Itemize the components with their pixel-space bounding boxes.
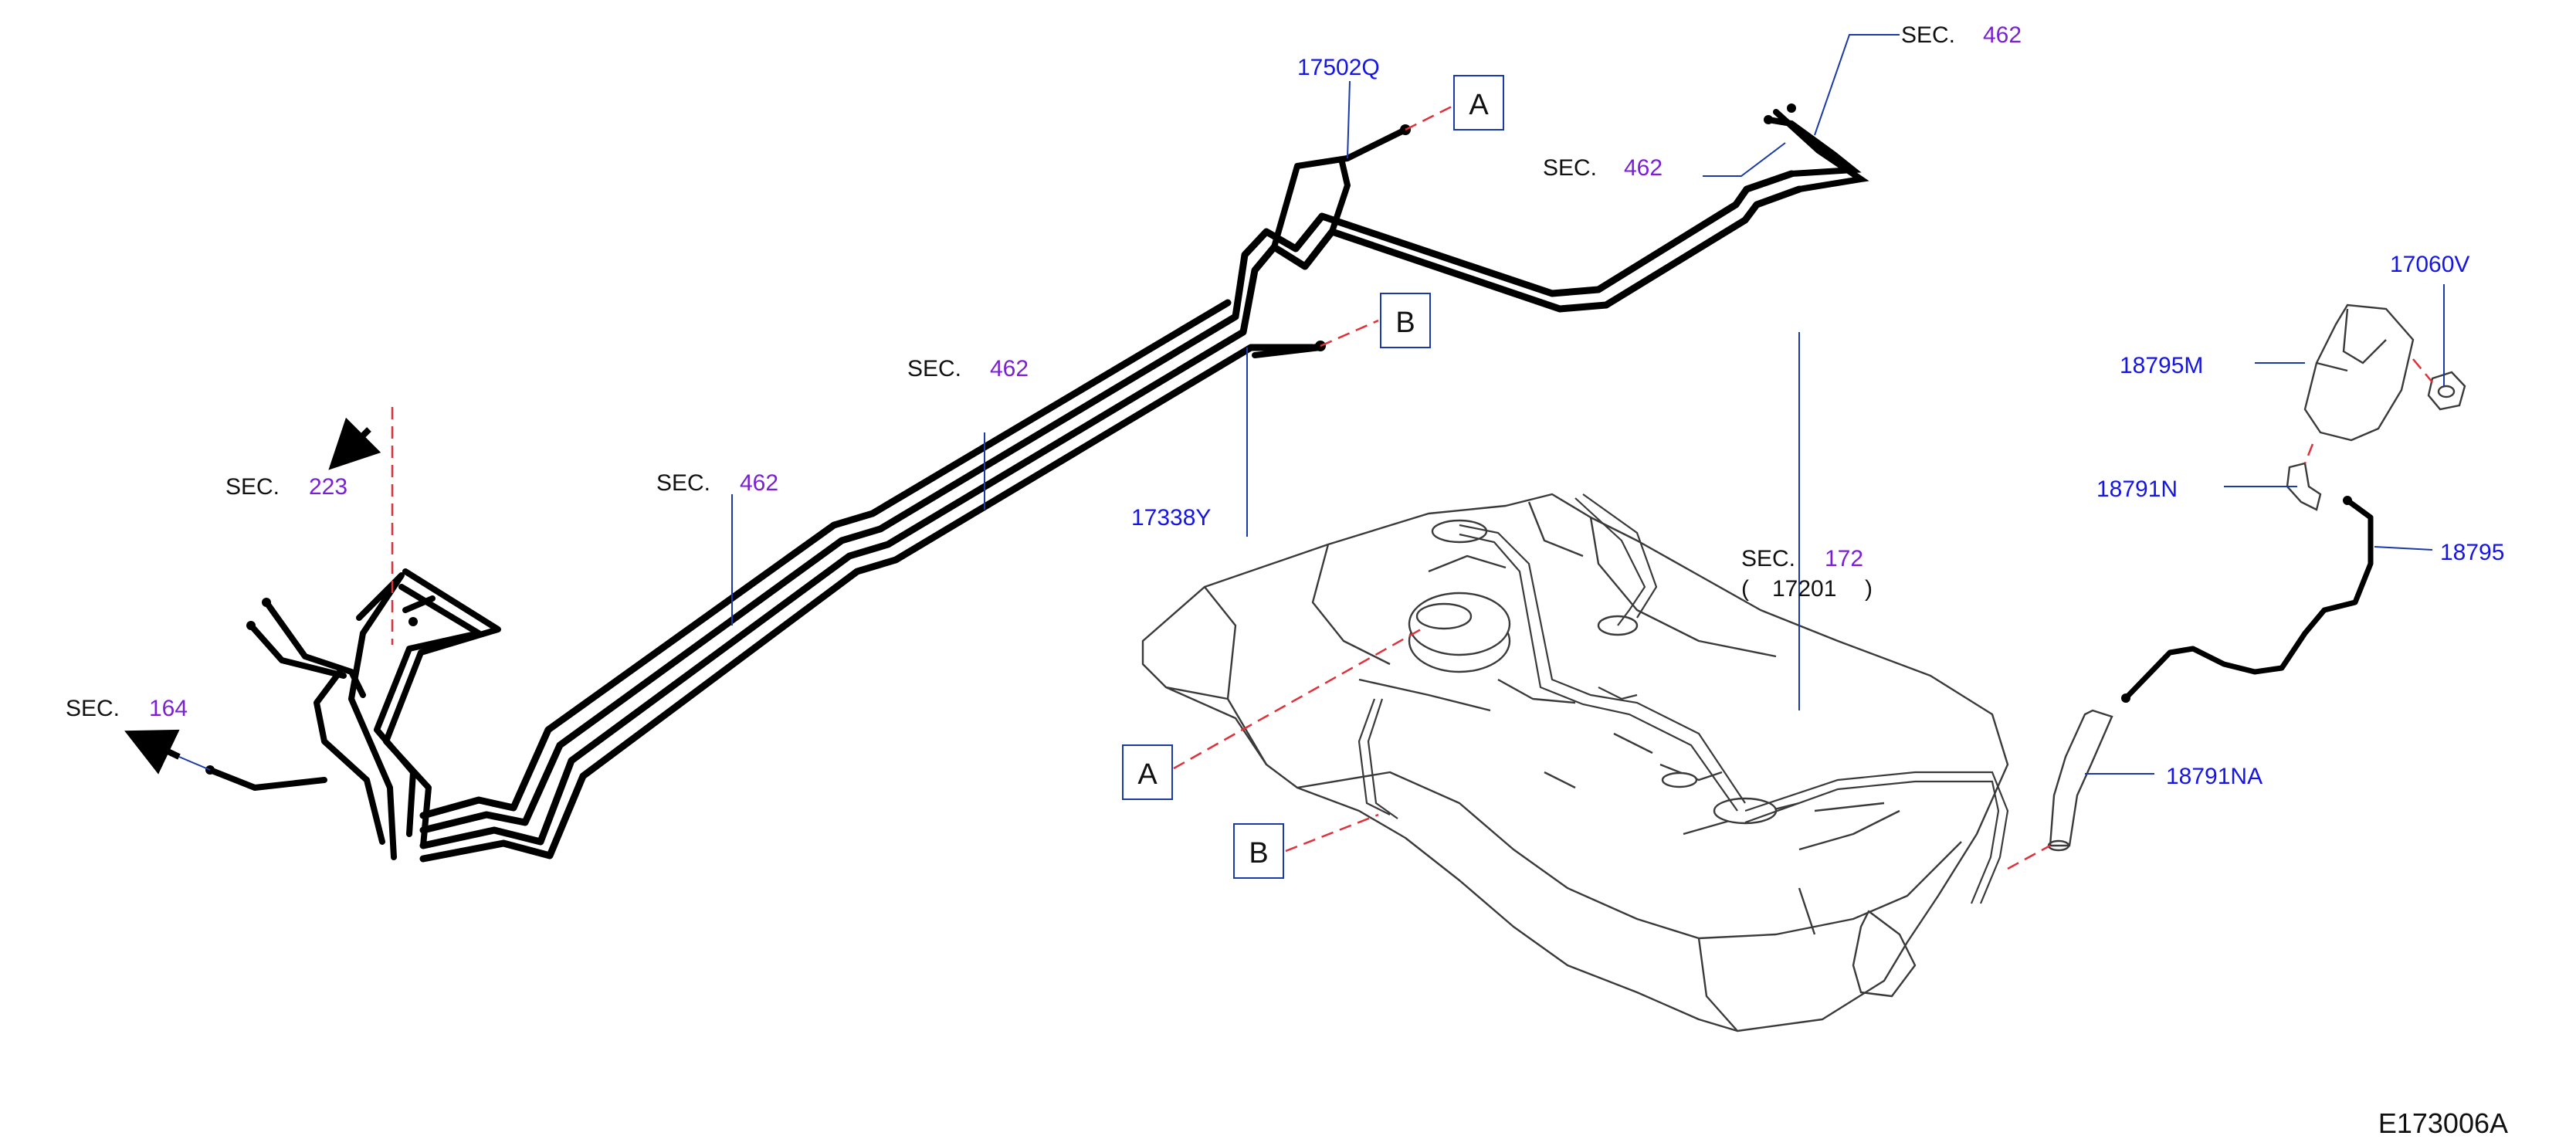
svg-text:SEC.: SEC. [907,356,961,381]
leader-sec164 [178,756,211,771]
label-18791n: 18791N [2096,476,2178,502]
svg-text:SEC.: SEC. [1741,546,1795,571]
part-18791n-elbow [2286,462,2322,511]
pump-bracket [1852,910,1917,998]
callout-box-a-tank: A [1122,744,1173,800]
tank-ports [1431,519,1778,825]
svg-text:A: A [1469,89,1489,121]
svg-text:462: 462 [990,356,1029,381]
svg-text:17201: 17201 [1772,576,1836,602]
label-18791na: 18791NA [2166,764,2262,789]
leader-lines [731,34,2445,775]
callout-box-b-tank: B [1233,823,1284,879]
front-tube-cluster [205,568,501,860]
sec-172: SEC. 172 [1741,546,1863,571]
svg-text:462: 462 [1624,155,1663,181]
label-17338y: 17338Y [1131,505,1211,531]
part-17060v-clip [2427,371,2466,411]
svg-text:SEC.: SEC. [1543,155,1597,181]
svg-text:SEC.: SEC. [1901,22,1955,48]
label-17502q: 17502Q [1297,55,1380,80]
tank-top-tubes [1357,493,2009,904]
label-18795: 18795 [2440,540,2504,565]
svg-text:172: 172 [1825,546,1863,571]
svg-text:B: B [1395,307,1415,339]
part-18795-tube [2121,496,2374,703]
figure-id: E173006A [2378,1107,2508,1139]
sec-462-upper: SEC. 462 [1543,155,1663,181]
dashed-connections [1173,105,2433,870]
fuel-tank [1141,493,2009,1032]
svg-text:): ) [1865,576,1873,602]
part-18795m-bracket [2303,303,2415,442]
svg-text:(: ( [1741,576,1749,602]
callout-box-b-top: B [1380,293,1431,348]
label-18795m: 18795M [2120,353,2203,378]
tube-upper-right-end [1764,103,1869,192]
callout-box-a-top: A [1453,75,1504,131]
label-17060v: 17060V [2390,252,2469,277]
arrow-sec164-icon [124,729,181,775]
tank-part-number: ( 17201 ) [1741,576,1873,602]
sec-164: SEC. 164 [66,696,188,721]
part-18791na-hose [2047,709,2113,852]
filler-cap [1408,592,1511,673]
svg-text:223: 223 [309,474,347,500]
sec-462-top-right: SEC. 462 [1901,22,2022,48]
svg-text:SEC.: SEC. [66,696,120,721]
svg-text:164: 164 [149,696,188,721]
direction-arrows [124,417,381,775]
svg-text:462: 462 [1983,22,2022,48]
sec-462-middle: SEC. 462 [907,356,1029,381]
main-tube-bundle [419,170,1803,863]
arrow-sec223-icon [328,417,381,470]
sec-223: SEC. 223 [225,474,347,500]
svg-text:B: B [1249,837,1268,870]
sec-462-left: SEC. 462 [656,470,778,496]
svg-text:SEC.: SEC. [225,474,280,500]
svg-text:A: A [1137,758,1158,791]
svg-text:SEC.: SEC. [656,470,710,496]
svg-text:462: 462 [740,470,778,496]
tube-17338y [1248,341,1326,358]
